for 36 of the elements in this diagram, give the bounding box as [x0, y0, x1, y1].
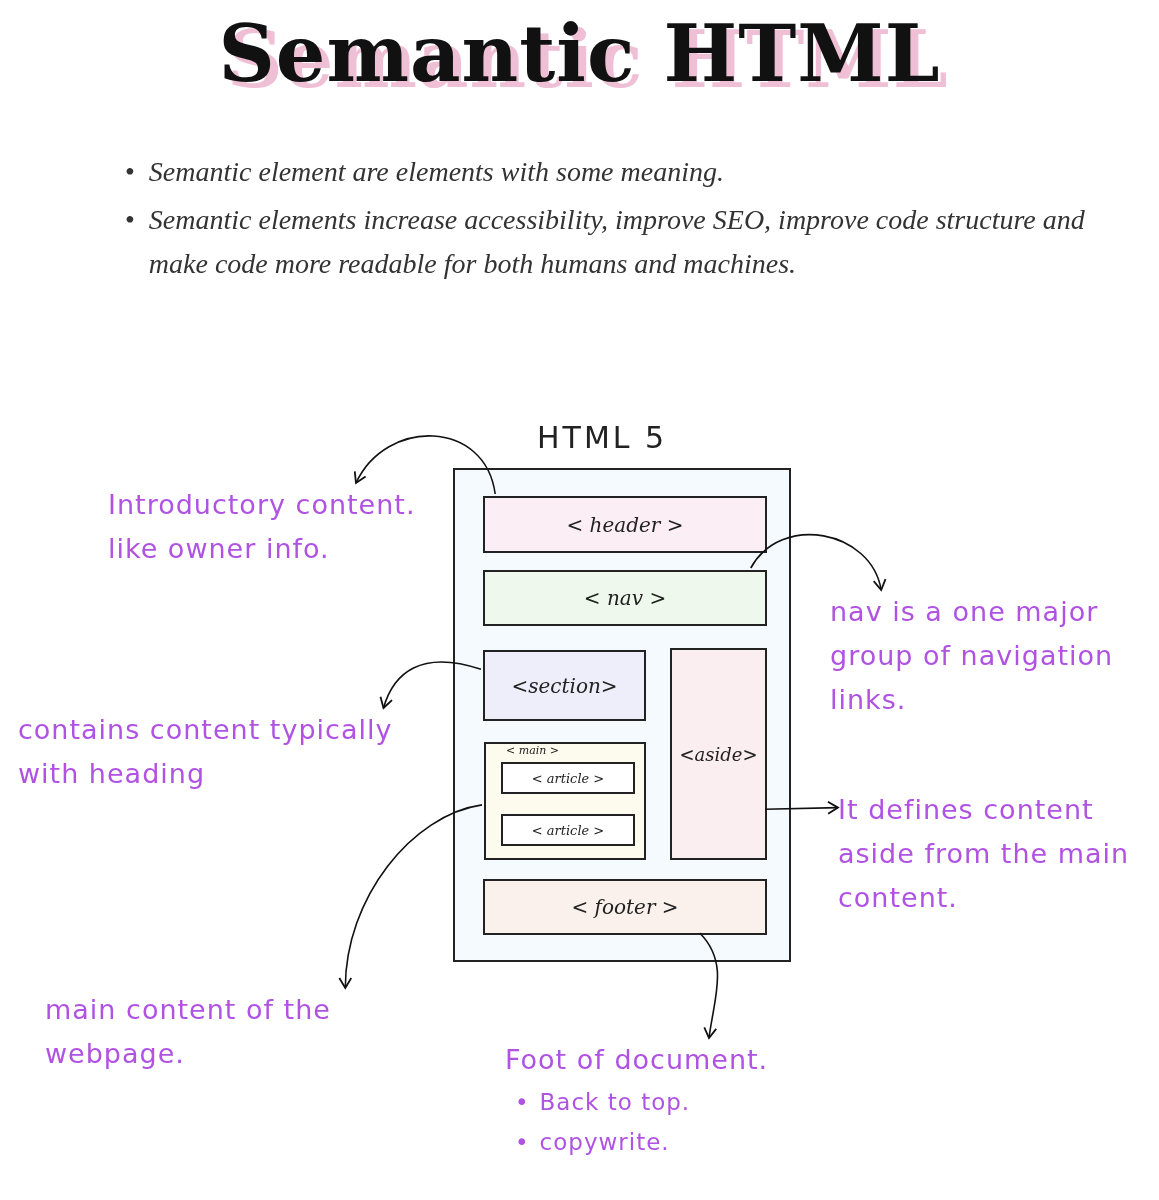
tag-label: < article > — [531, 770, 605, 786]
element-box — [483, 570, 767, 626]
annotation-text: nav is a one major group of navigation links. — [830, 596, 1114, 715]
element-box — [670, 648, 767, 860]
tag-label: < article > — [531, 822, 605, 838]
tag-label: <aside> — [679, 743, 758, 765]
tag-label: < nav > — [583, 586, 667, 610]
tag-label: <section> — [511, 673, 618, 698]
title: Semantic HTML — [218, 8, 941, 99]
annotation-text: main content of the webpage. — [45, 994, 331, 1069]
tag-label: < main > — [506, 744, 560, 757]
annotation-text: Foot of document. — [505, 1044, 769, 1075]
bullet-marker: • — [515, 1128, 530, 1157]
bullet-text: Semantic element are elements with some meaning. — [148, 155, 724, 189]
element-box — [483, 650, 646, 721]
main-element-box — [484, 742, 646, 860]
element-box — [501, 762, 635, 794]
bullet-marker: • — [515, 1088, 530, 1117]
bullet-marker: • — [125, 155, 135, 189]
bullet-marker: • — [125, 203, 135, 237]
element-box — [501, 814, 635, 846]
element-box — [483, 879, 767, 935]
curved-arrow — [355, 435, 496, 495]
bullet-text: Back to top. — [539, 1088, 691, 1117]
annotation-text: It defines content aside from the main content. — [838, 794, 1130, 913]
tag-label: < footer > — [571, 895, 679, 919]
annotation-text: contains content typically with heading — [18, 714, 393, 789]
tag-label: < header > — [566, 512, 684, 537]
curved-arrow — [380, 661, 482, 709]
bullet-text: copywrite. — [539, 1128, 670, 1157]
curved-arrow — [750, 533, 886, 591]
frame-heading: HTML 5 — [537, 420, 668, 455]
bullet-text: Semantic elements increase accessibility, improve SEO, improve code structure and make code more readable for both humans and machines. — [148, 203, 1086, 281]
element-box — [483, 496, 767, 553]
curved-arrow — [339, 804, 483, 989]
annotation-text: Introductory content. like owner info. — [108, 489, 416, 564]
